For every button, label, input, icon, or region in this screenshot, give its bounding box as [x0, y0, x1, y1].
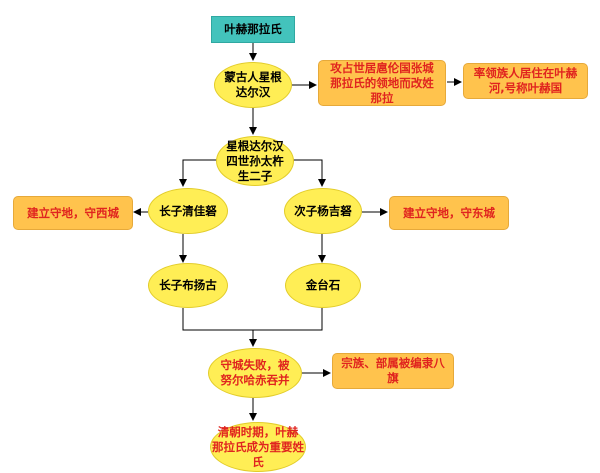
node-east: 建立守地，守东城: [389, 196, 509, 230]
node-fourth: 星根达尔汉 四世孙太杵 生二子: [216, 136, 294, 186]
node-lead: 率领族人居住在叶赫 河,号称叶赫国: [463, 63, 588, 99]
edge-merge: [182, 308, 323, 331]
node-qing: 清朝时期，叶赫 那拉氏成为重要姓 氏: [210, 422, 306, 472]
watermark-right: 历史: [566, 442, 588, 455]
node-mongol: 蒙古人星根 达尔汉: [214, 62, 292, 108]
edge-fourth-split-right: [292, 159, 326, 187]
node-eldest: 长子清佳砮: [148, 188, 228, 234]
node-root: 叶赫那拉氏: [211, 16, 295, 43]
watermark-left: 头条@听故事说: [500, 454, 577, 467]
node-jintaishi: 金台石: [285, 263, 361, 308]
node-conquer: 攻占世居扈伦国张城 那拉氏的领地而改姓 那拉: [318, 60, 446, 106]
edge-fourth-split: [182, 159, 218, 186]
node-banner: 宗族、部属被编隶八 旗: [332, 353, 454, 389]
node-second: 次子杨吉砮: [284, 188, 362, 234]
node-defeat: 守城失败，被 努尔哈赤吞并: [208, 348, 302, 398]
node-buyanggu: 长子布扬古: [148, 263, 228, 308]
node-west: 建立守地，守西城: [13, 196, 133, 230]
